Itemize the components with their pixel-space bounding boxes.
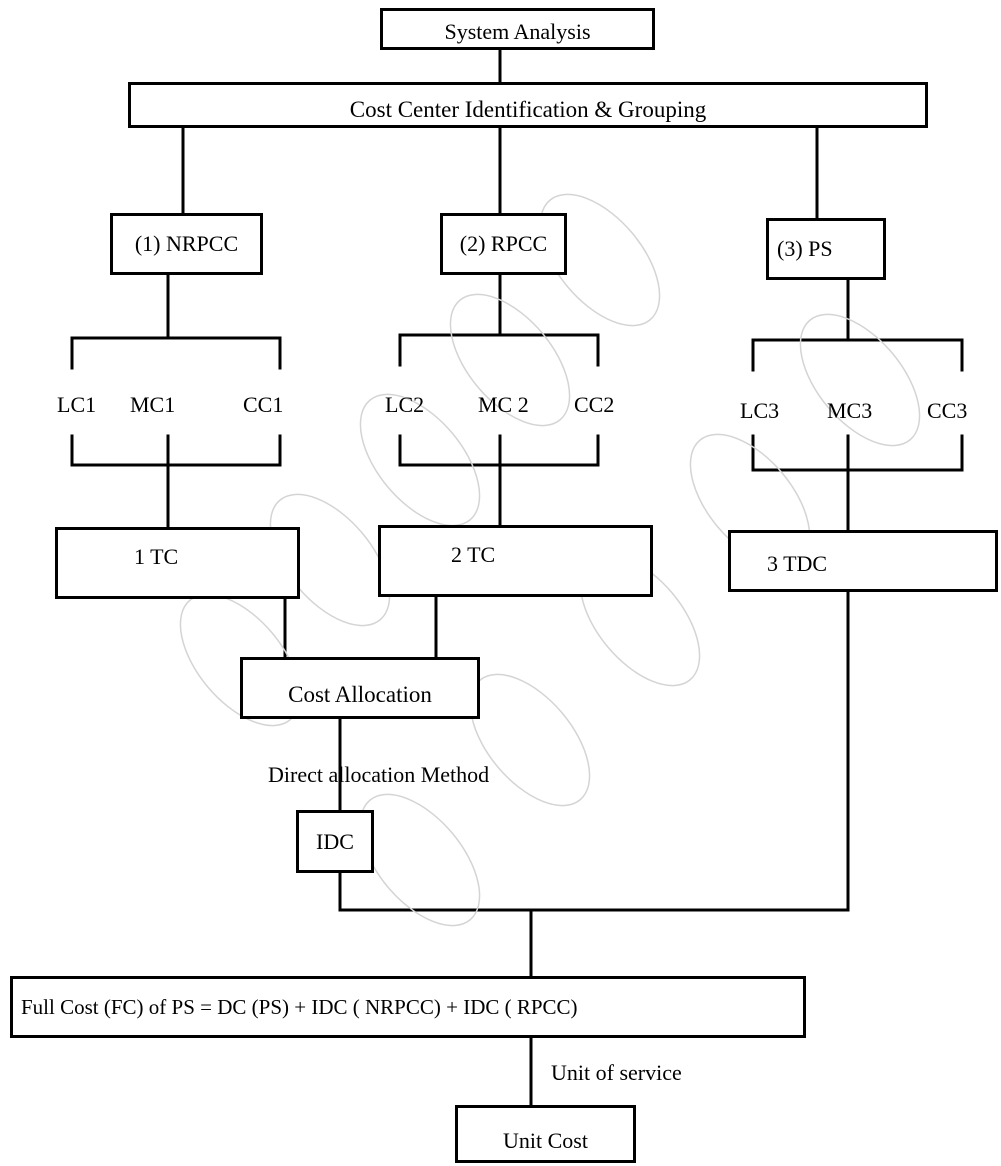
unit-of-service-label: Unit of service bbox=[551, 1060, 682, 1085]
cost-allocation-box: Cost Allocation bbox=[240, 657, 480, 719]
cc2-label: CC2 bbox=[574, 392, 615, 417]
mc2-label: MC 2 bbox=[478, 392, 529, 417]
lc2-label: LC2 bbox=[385, 392, 425, 417]
cost-center-grouping-box: Cost Center Identification & Grouping bbox=[128, 82, 928, 128]
tc2-box: 2 TC bbox=[378, 525, 653, 597]
mc3-label: MC3 bbox=[827, 398, 873, 423]
lc1-label: LC1 bbox=[57, 392, 97, 417]
ps-box: (3) PS bbox=[766, 218, 886, 280]
nrpcc-box: (1) NRPCC bbox=[110, 213, 263, 275]
direct-allocation-label: Direct allocation Method bbox=[268, 762, 490, 787]
tdc3-box: 3 TDC bbox=[728, 530, 998, 592]
system-analysis-box: System Analysis bbox=[380, 8, 655, 50]
cc1-label: CC1 bbox=[243, 392, 284, 417]
idc-box: IDC bbox=[296, 810, 374, 873]
mc1-label: MC1 bbox=[130, 392, 176, 417]
cc3-label: CC3 bbox=[927, 398, 968, 423]
tc1-box: 1 TC bbox=[55, 527, 300, 599]
unit-cost-box: Unit Cost bbox=[455, 1105, 636, 1163]
lc3-label: LC3 bbox=[740, 398, 780, 423]
full-cost-box: Full Cost (FC) of PS = DC (PS) + IDC ( N… bbox=[10, 976, 806, 1038]
rpcc-box: (2) RPCC bbox=[440, 213, 567, 275]
